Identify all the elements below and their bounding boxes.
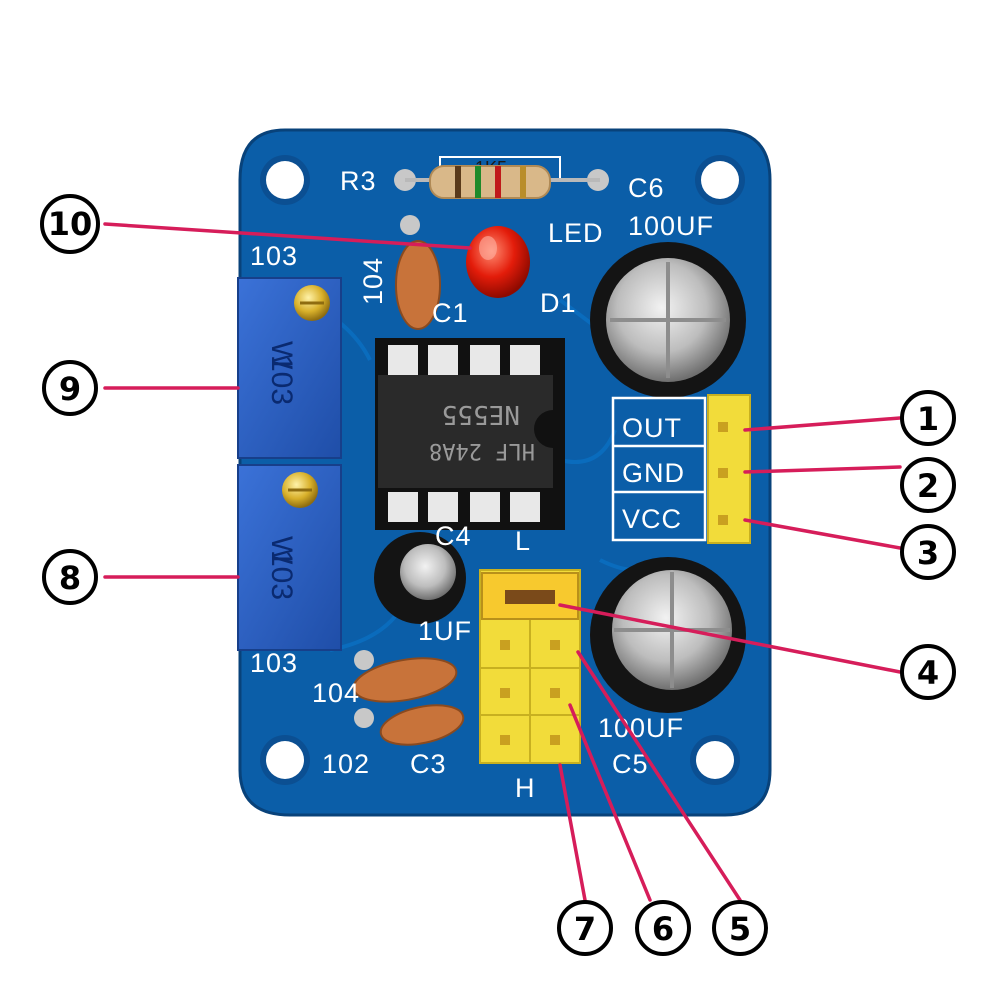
callout-number: 4 <box>917 654 939 692</box>
capacitor-c3 <box>354 704 465 746</box>
output-header <box>707 394 751 544</box>
label-led: LED <box>548 218 604 248</box>
leader-lines <box>103 222 902 902</box>
label-c6: C6 <box>628 173 665 203</box>
callout-9: 9 <box>42 360 98 416</box>
callout-number: 9 <box>59 370 81 408</box>
leader-line-7 <box>558 763 587 902</box>
callout-number: 8 <box>59 559 81 597</box>
callout-number: 3 <box>917 534 939 572</box>
leader-line-2 <box>743 465 902 474</box>
resistor-r3: 1K5 <box>394 156 609 199</box>
mounting-hole <box>260 155 310 205</box>
potentiometer-bottom: 103 W <box>237 464 342 651</box>
label-c4: C4 <box>435 521 472 551</box>
label-h: H <box>515 773 536 803</box>
pot-top-marking: 103 <box>265 355 298 405</box>
mounting-hole <box>695 155 745 205</box>
callout-4: 4 <box>900 644 956 700</box>
label-c5-value: 100UF <box>598 713 684 743</box>
label-gnd: GND <box>622 458 685 488</box>
chip-marking-line1: HLF 24A8 <box>429 438 535 463</box>
led-d1 <box>400 215 530 298</box>
label-c3: C3 <box>410 749 447 779</box>
label-out: OUT <box>622 413 682 443</box>
callout-7: 7 <box>557 900 613 956</box>
callout-10: 10 <box>40 194 100 254</box>
ne555-chip: HLF 24A8 NE555 <box>375 338 565 530</box>
capacitor-c6 <box>590 242 746 398</box>
label-c1: C1 <box>432 298 469 328</box>
output-silk-box <box>611 396 707 542</box>
label-l: L <box>515 526 531 556</box>
callout-number: 1 <box>917 400 939 438</box>
label-r3: R3 <box>340 166 377 196</box>
leader-line-5 <box>576 650 742 902</box>
label-d1: D1 <box>540 288 577 318</box>
callout-1: 1 <box>900 390 956 446</box>
label-pot-bottom-value: 103 <box>250 648 298 678</box>
callout-number: 5 <box>729 910 751 948</box>
callout-number: 2 <box>917 467 939 505</box>
label-c6-value: 100UF <box>628 211 714 241</box>
pot-top-logo: W <box>265 341 298 370</box>
capacitor-c2 <box>352 650 458 703</box>
capacitor-c4 <box>374 532 466 624</box>
callout-3: 3 <box>900 524 956 580</box>
callout-5: 5 <box>712 900 768 956</box>
callout-2: 2 <box>900 457 956 513</box>
label-c4-value: 1UF <box>418 616 472 646</box>
leader-line-10 <box>103 222 472 250</box>
mounting-hole <box>260 735 310 785</box>
label-c2-value: 104 <box>312 678 360 708</box>
label-vcc: VCC <box>622 504 682 534</box>
mounting-hole <box>690 735 740 785</box>
callout-6: 6 <box>635 900 691 956</box>
jumper-cap <box>481 572 579 620</box>
potentiometer-top: 103 W <box>237 277 342 459</box>
label-c5: C5 <box>612 749 649 779</box>
capacitor-c5 <box>590 557 746 713</box>
label-c1-value: 104 <box>358 257 388 305</box>
callout-number: 7 <box>574 910 596 948</box>
label-c3-value: 102 <box>322 749 370 779</box>
callout-8: 8 <box>42 549 98 605</box>
chip-marking-line2: NE555 <box>442 399 520 429</box>
leader-line-3 <box>743 518 902 550</box>
callout-number: 10 <box>48 205 93 243</box>
capacitor-c1 <box>395 240 441 330</box>
leader-line-1 <box>743 416 902 432</box>
leader-line-6 <box>568 703 652 902</box>
pot-bottom-marking: 103 <box>265 550 298 600</box>
callout-number: 6 <box>652 910 674 948</box>
label-pot-top-value: 103 <box>250 241 298 271</box>
pot-bottom-logo: W <box>265 536 298 565</box>
leader-line-4 <box>558 603 902 674</box>
